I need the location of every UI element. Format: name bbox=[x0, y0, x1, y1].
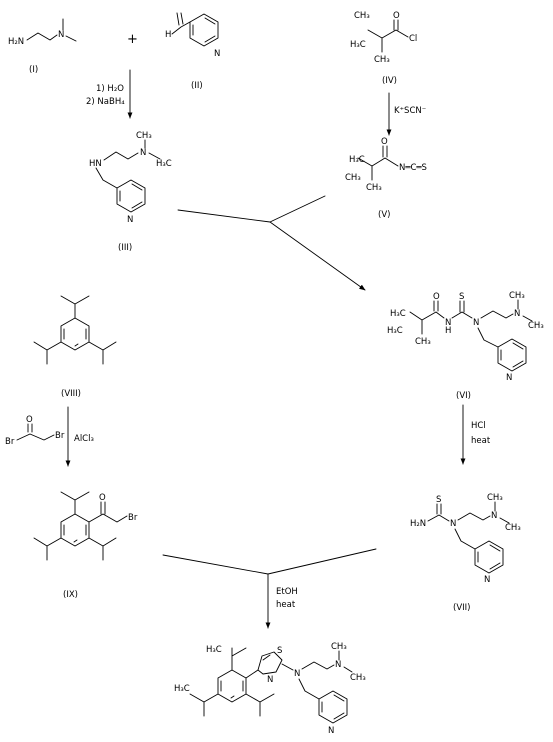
label-viii: (VIII) bbox=[61, 389, 81, 399]
atom-br-1: Br bbox=[5, 437, 15, 447]
compound-iii: HN N CH₃ H₃C N (III) bbox=[89, 131, 172, 253]
atom-n-2: N bbox=[514, 309, 520, 319]
atom-n: N bbox=[473, 318, 479, 328]
atom-py-n: N bbox=[328, 726, 334, 736]
atom-br: Br bbox=[128, 513, 138, 523]
atom-ch3-b: CH₃ bbox=[350, 673, 366, 683]
compound-viii: (VIII) bbox=[33, 295, 117, 399]
label-ii: (II) bbox=[191, 81, 203, 91]
atom-ch3-b: CH₃ bbox=[374, 55, 390, 65]
compound-ii: H N (II) bbox=[165, 12, 220, 91]
atom-n-ring: N bbox=[267, 675, 273, 685]
reagent-nabh4: 2) NaBH₄ bbox=[86, 97, 125, 107]
reagent-alcl3: AlCl₃ bbox=[74, 434, 94, 444]
label-iii: (III) bbox=[118, 243, 132, 253]
atom-n: N bbox=[450, 519, 456, 529]
reagent-kscn: K⁺SCN⁻ bbox=[394, 106, 426, 116]
label-i: (I) bbox=[29, 65, 38, 75]
atom-py-n: N bbox=[214, 49, 220, 59]
compound-vi: O H₃C H₃C CH₃ N H S N N CH₃ CH₃ N (VI) bbox=[387, 291, 544, 401]
atom-ch3: CH₃ bbox=[136, 131, 152, 141]
atom-h3c-1: H₃C bbox=[390, 309, 406, 319]
atom-ch3-a: CH₃ bbox=[509, 291, 525, 301]
reagent-heat-2: heat bbox=[276, 600, 296, 610]
atom-o: O bbox=[381, 137, 388, 147]
arrow-to-vi bbox=[269, 221, 366, 291]
atom-h3c: H₃C bbox=[156, 159, 172, 169]
atom-py-n: N bbox=[506, 373, 512, 383]
atom-ch3-b: CH₃ bbox=[528, 321, 544, 331]
atom-h3c: H₃C bbox=[349, 155, 365, 165]
reagent-hcl: HCl bbox=[471, 421, 486, 431]
atom-ch3-a: CH₃ bbox=[345, 173, 361, 183]
atom-br-2: Br bbox=[55, 431, 65, 441]
atom-ncs: N═C═S bbox=[399, 163, 427, 173]
compound-vii: S H₂N N N CH₃ CH₃ N (VII) bbox=[410, 493, 521, 613]
compound-iv: O Cl H₃C CH₃ CH₃ (IV) bbox=[350, 11, 417, 86]
atom-nh: N bbox=[445, 318, 451, 328]
compound-i: H₂N N (I) bbox=[8, 18, 77, 75]
atom-n: N bbox=[140, 148, 146, 158]
atom-ch3-a: CH₃ bbox=[354, 11, 370, 21]
label-vi: (VI) bbox=[456, 391, 471, 401]
atom-s: S bbox=[436, 495, 441, 505]
atom-py-n: N bbox=[127, 215, 133, 225]
atom-s: S bbox=[459, 292, 464, 302]
convergent-line-a bbox=[177, 195, 326, 223]
reagent-bromoacetyl-bromide: O Br Br bbox=[5, 415, 65, 447]
atom-n-2: N bbox=[491, 511, 497, 521]
atom-o: O bbox=[26, 415, 33, 425]
atom-h3c-1: H₃C bbox=[206, 645, 222, 655]
atom-ch3-a: CH₃ bbox=[331, 642, 347, 652]
atom-ch3-a: CH₃ bbox=[487, 493, 503, 503]
atom-hn: HN bbox=[89, 159, 102, 169]
reagent-etoh: EtOH bbox=[276, 587, 298, 597]
atom-n: N bbox=[58, 30, 64, 40]
label-v: (V) bbox=[378, 210, 390, 220]
atom-ch3: CH₃ bbox=[415, 337, 431, 347]
atom-nh2: H₂N bbox=[8, 37, 24, 47]
atom-n-2: N bbox=[335, 660, 341, 670]
atom-h3c-2: H₃C bbox=[174, 684, 190, 694]
atom-h3c-2: H₃C bbox=[387, 326, 403, 336]
reagent-h2o: 1) H₂O bbox=[96, 84, 124, 94]
atom-s: S bbox=[277, 646, 282, 656]
label-iv: (IV) bbox=[382, 76, 397, 86]
atom-ch3-b: CH₃ bbox=[505, 523, 521, 533]
label-ix: (IX) bbox=[63, 590, 78, 600]
plus-sign: + bbox=[127, 32, 138, 47]
atom-nh-h: H bbox=[445, 326, 451, 336]
reagent-heat: heat bbox=[471, 436, 491, 446]
atom-o: O bbox=[99, 493, 106, 503]
convergent-line-b bbox=[162, 548, 377, 575]
atom-h2n: H₂N bbox=[410, 519, 426, 529]
compound-ix: O Br (IX) bbox=[33, 491, 138, 600]
label-vii: (VII) bbox=[453, 603, 470, 613]
atom-ch3-b: CH₃ bbox=[366, 183, 382, 193]
atom-cl: Cl bbox=[409, 34, 417, 44]
atom-o: O bbox=[393, 11, 400, 21]
atom-py-n: N bbox=[484, 575, 490, 585]
atom-h3c: H₃C bbox=[350, 40, 366, 50]
compound-product: H₃C H₃C S N N N CH₃ CH₃ N bbox=[174, 642, 366, 736]
atom-o: O bbox=[433, 292, 440, 302]
atom-n: N bbox=[294, 669, 300, 679]
compound-v: O H₃C CH₃ CH₃ N═C═S (V) bbox=[345, 137, 427, 220]
atom-h: H bbox=[165, 30, 171, 40]
